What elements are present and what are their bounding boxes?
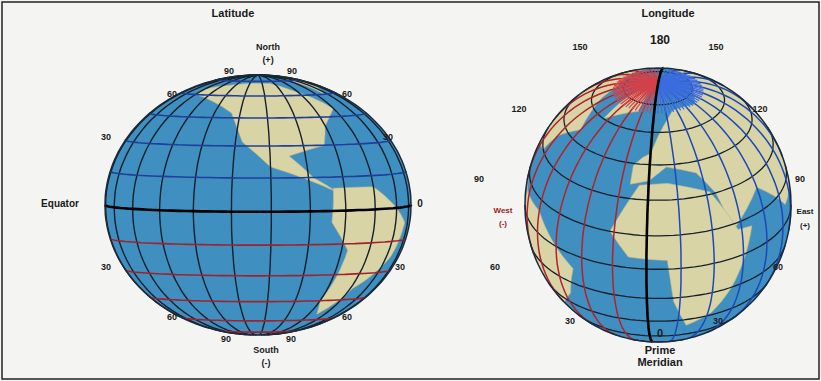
axis-label: 60	[773, 263, 783, 272]
ocean	[525, 68, 791, 342]
grid-line	[658, 84, 790, 230]
grid-line	[258, 75, 409, 330]
grid-line	[126, 270, 391, 276]
grid-line	[110, 239, 406, 246]
grid-line	[658, 83, 703, 87]
longitude-globe	[525, 68, 791, 342]
grid-line	[658, 84, 714, 339]
axis-label: 30	[565, 317, 575, 326]
grid-line	[658, 84, 783, 289]
axis-label: 120	[752, 105, 767, 114]
axis-label: 0	[417, 199, 423, 210]
grid-line	[613, 84, 658, 340]
grid-line	[658, 84, 703, 95]
grid-line	[556, 84, 658, 325]
grid-line	[258, 75, 310, 335]
axis-label: 150	[708, 43, 723, 52]
grid-line	[126, 140, 391, 146]
axis-label: 90	[286, 335, 296, 344]
axis-label: East	[797, 208, 814, 216]
continent	[195, 83, 338, 192]
grid-line	[106, 75, 258, 316]
grid-line	[160, 75, 258, 335]
grid-line	[105, 205, 411, 212]
grid-line	[658, 81, 752, 108]
axis-label: 30	[101, 133, 111, 142]
grid-line	[258, 75, 271, 335]
axis-label: 90	[221, 335, 231, 344]
grid-line	[110, 171, 406, 178]
axis-label: West	[494, 207, 513, 215]
grid-line	[658, 84, 767, 319]
axis-label: Prime Meridian	[632, 345, 688, 368]
grid-line	[231, 75, 258, 335]
grid-line	[150, 113, 366, 118]
axis-label: 30	[713, 317, 723, 326]
axis-label: 120	[511, 105, 526, 114]
grid-line	[658, 68, 663, 84]
axis-label: 150	[572, 43, 587, 52]
axis-label: 60	[167, 313, 177, 322]
axis-label: 30	[383, 133, 393, 142]
grid-line	[658, 83, 782, 156]
axis-label: (+)	[800, 222, 810, 230]
axis-label: 180	[650, 34, 670, 47]
axis-label: 90	[474, 175, 484, 184]
axis-label: North	[256, 43, 280, 52]
grid-line	[525, 205, 791, 269]
grid-line	[658, 84, 744, 332]
grid-line	[218, 79, 297, 81]
grid-line	[658, 84, 681, 342]
grid-line	[150, 297, 366, 302]
axis-label: (-)	[262, 359, 271, 368]
grid-line	[658, 84, 703, 89]
axis-label: Equator	[41, 199, 79, 210]
grid-line	[258, 75, 336, 93]
axis-label: 60	[490, 263, 500, 272]
grid-line	[258, 75, 346, 335]
grid-line	[219, 331, 297, 332]
globe-title: Latitude	[212, 8, 255, 20]
axis-label: 60	[342, 90, 352, 99]
axis-label: 90	[795, 175, 805, 184]
grid-line	[646, 84, 658, 342]
globe-outline	[105, 75, 411, 335]
grid-line	[258, 75, 397, 334]
globe-title: Longitude	[641, 8, 694, 20]
grid-line	[553, 82, 658, 121]
axis-label: 60	[167, 90, 177, 99]
grid-line	[527, 84, 658, 180]
grid-line	[193, 75, 258, 335]
axis-label: South	[253, 346, 279, 355]
axis-label: 60	[342, 313, 352, 322]
grid-line	[527, 84, 658, 253]
axis-label: (-)	[499, 220, 507, 228]
grid-line	[258, 75, 375, 335]
axis-label: 90	[224, 67, 234, 76]
axis-label: 0	[657, 328, 663, 340]
globe-outline	[525, 68, 791, 342]
grid-line	[658, 84, 703, 93]
grid-line	[114, 75, 258, 334]
axis-label: (+)	[262, 56, 273, 65]
grid-line	[182, 318, 334, 321]
grid-line	[182, 92, 335, 96]
axis-label: 90	[287, 67, 297, 76]
latitude-globe	[105, 75, 411, 335]
axis-label: 30	[395, 263, 405, 272]
ocean	[105, 75, 411, 335]
axis-label: 30	[101, 263, 111, 272]
